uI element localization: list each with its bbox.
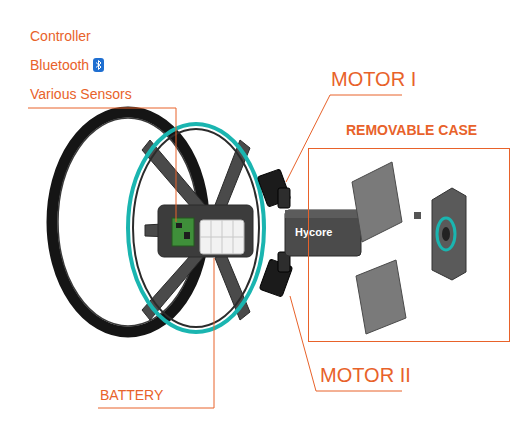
bluetooth-icon [93,58,104,72]
case-parts [352,162,466,334]
inner-ring [133,129,259,327]
part-label: Bluetooth [30,57,89,73]
brand-text: Hycore [295,226,332,239]
battery-pack [200,220,244,254]
part-label: MOTOR I [331,68,416,91]
case-outline [308,148,510,342]
part-label: MOTOR II [320,364,411,387]
teal-ring [128,124,264,332]
part-label: Various Sensors [30,86,132,102]
leader-lines [28,95,402,408]
controller-board [172,218,194,246]
region-heading: REMOVABLE CASE [308,122,510,139]
part-label: BATTERY [100,387,163,403]
case-region: REMOVABLE CASE [308,122,510,342]
part-label: Controller [30,28,91,44]
hub-frame [142,140,253,320]
